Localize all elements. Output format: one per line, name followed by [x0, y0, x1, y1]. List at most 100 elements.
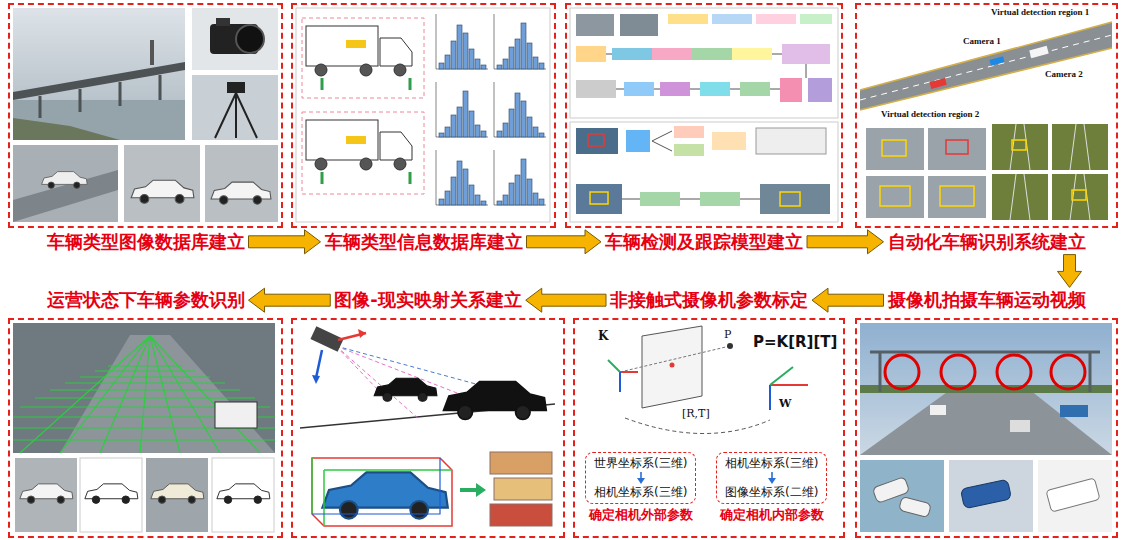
annotation-label: Camera 1	[962, 37, 1002, 47]
vehicle-outline-images-part	[217, 484, 270, 504]
3d-box-car	[312, 452, 552, 526]
transform-arrow	[636, 472, 646, 484]
camera-photo-part	[192, 8, 278, 70]
network-card-part	[732, 48, 772, 60]
network-card-part	[712, 14, 752, 24]
stage-caption: 车辆检测及跟踪模型建立	[605, 231, 803, 253]
flow-arrow	[526, 288, 606, 312]
traffic-photo-part	[930, 405, 946, 415]
3d-box-car-part	[322, 472, 447, 518]
projection-sketch	[300, 326, 555, 428]
tripod-photo-part	[227, 82, 245, 93]
info-card-part	[436, 150, 488, 205]
network-card	[570, 8, 838, 118]
transform-arrow-head	[637, 478, 645, 484]
network-card-part	[740, 82, 770, 96]
projection-sketch-part	[312, 375, 320, 384]
network-card-part	[700, 82, 730, 96]
tracking-card-part	[700, 192, 740, 206]
recognition-thumbnails-part	[928, 176, 986, 218]
traffic-photo-part	[1051, 355, 1085, 389]
tripod-photo-part	[215, 93, 257, 138]
3d-box-car-part	[490, 452, 552, 474]
network-card-part	[692, 48, 732, 60]
grid-road-photo	[13, 323, 275, 453]
annotation-label: Camera 2	[1044, 70, 1084, 80]
grid-road-photo-part	[20, 336, 260, 453]
tracking-card-part	[674, 126, 704, 138]
network-card-part	[570, 8, 838, 118]
camera-photos-part	[949, 460, 1033, 532]
tracking-card-part	[760, 184, 830, 214]
stage-panel: 车辆检测及跟踪模型建立	[565, 3, 843, 228]
bridge-photo-part	[13, 118, 120, 140]
vehicle-outline-images-part	[15, 458, 77, 532]
network-card-part	[612, 48, 652, 60]
info-card-part	[346, 40, 366, 48]
stage-caption: 图像-现实映射关系建立	[334, 289, 521, 311]
3d-box-car-part	[312, 458, 452, 526]
recognition-thumbnails-part	[1052, 174, 1108, 220]
traffic-photo-part	[885, 355, 919, 389]
info-card-part	[322, 78, 410, 90]
stage-panel: 运营状态下车辆参数识别	[8, 318, 283, 538]
network-card-part	[808, 78, 832, 102]
projection-sketch-part	[374, 378, 437, 401]
vehicle-photo-part	[13, 170, 118, 222]
projection-sketch-part	[358, 329, 366, 338]
annotation-label: Virtual detection region 1	[990, 8, 1090, 18]
network-card-part	[660, 82, 690, 96]
stage-panel: 摄像机拍摄车辆运动视频	[855, 318, 1118, 538]
coordinate-system-name: 相机坐标系(三维)	[725, 456, 818, 471]
vehicle-photo-part	[211, 182, 271, 204]
traffic-photo-part	[941, 355, 975, 389]
camera-photos	[860, 460, 1112, 532]
tracking-card-part	[640, 192, 680, 206]
tracking-card-part	[588, 134, 604, 146]
stage-caption: 自动化车辆识别系统建立	[888, 231, 1086, 253]
traffic-photo-part	[870, 352, 1100, 392]
camera-model-sketch-part	[625, 418, 770, 434]
road-scene-part	[860, 22, 1112, 110]
network-card-part	[782, 44, 830, 64]
grid-road-photo-part	[13, 323, 275, 453]
camera-model-sketch-part	[770, 384, 808, 386]
camera-photos-part	[860, 460, 944, 532]
annotation-label: [R,T]	[681, 408, 711, 420]
stage-caption: 非接触式摄像机参数标定	[610, 289, 808, 311]
network-card-part	[668, 14, 708, 24]
tracking-card-part	[576, 128, 618, 154]
vehicle-photo-part	[124, 145, 200, 222]
network-card-part	[606, 54, 806, 78]
recognition-thumbnails	[866, 124, 1108, 220]
road-scene-part	[1029, 46, 1048, 58]
tracking-card-part	[780, 192, 800, 206]
camera-model-sketch-part	[619, 372, 621, 392]
network-card-part	[576, 14, 614, 36]
camera-photos-part	[899, 496, 932, 517]
parameter-caption: 确定相机外部参数	[589, 507, 693, 523]
flow-arrow	[812, 288, 884, 312]
stage-panel: 图像-现实映射关系建立	[291, 318, 565, 538]
network-card-part	[800, 14, 832, 24]
coordinate-system-name: 世界坐标系(三维)	[594, 456, 687, 471]
vehicle-outline-images	[15, 458, 274, 532]
info-card-part	[322, 172, 410, 184]
camera-photo-part	[236, 25, 264, 53]
road-scene-part	[989, 56, 1004, 65]
stage-caption: 摄像机拍摄车辆运动视频	[888, 289, 1086, 311]
traffic-photo-part	[860, 323, 1112, 455]
vehicle-photo-part	[131, 180, 194, 203]
network-card-part	[616, 89, 780, 90]
camera-photo-part	[216, 18, 230, 26]
3d-box-car-part	[312, 458, 452, 526]
recognition-thumbnails-part	[866, 128, 924, 170]
3d-box-car-part	[476, 483, 486, 497]
road-scene-part	[929, 78, 946, 89]
camera-photos-part	[960, 479, 1011, 509]
tracking-card-part	[652, 131, 672, 151]
camera-model-sketch-part	[670, 363, 675, 368]
